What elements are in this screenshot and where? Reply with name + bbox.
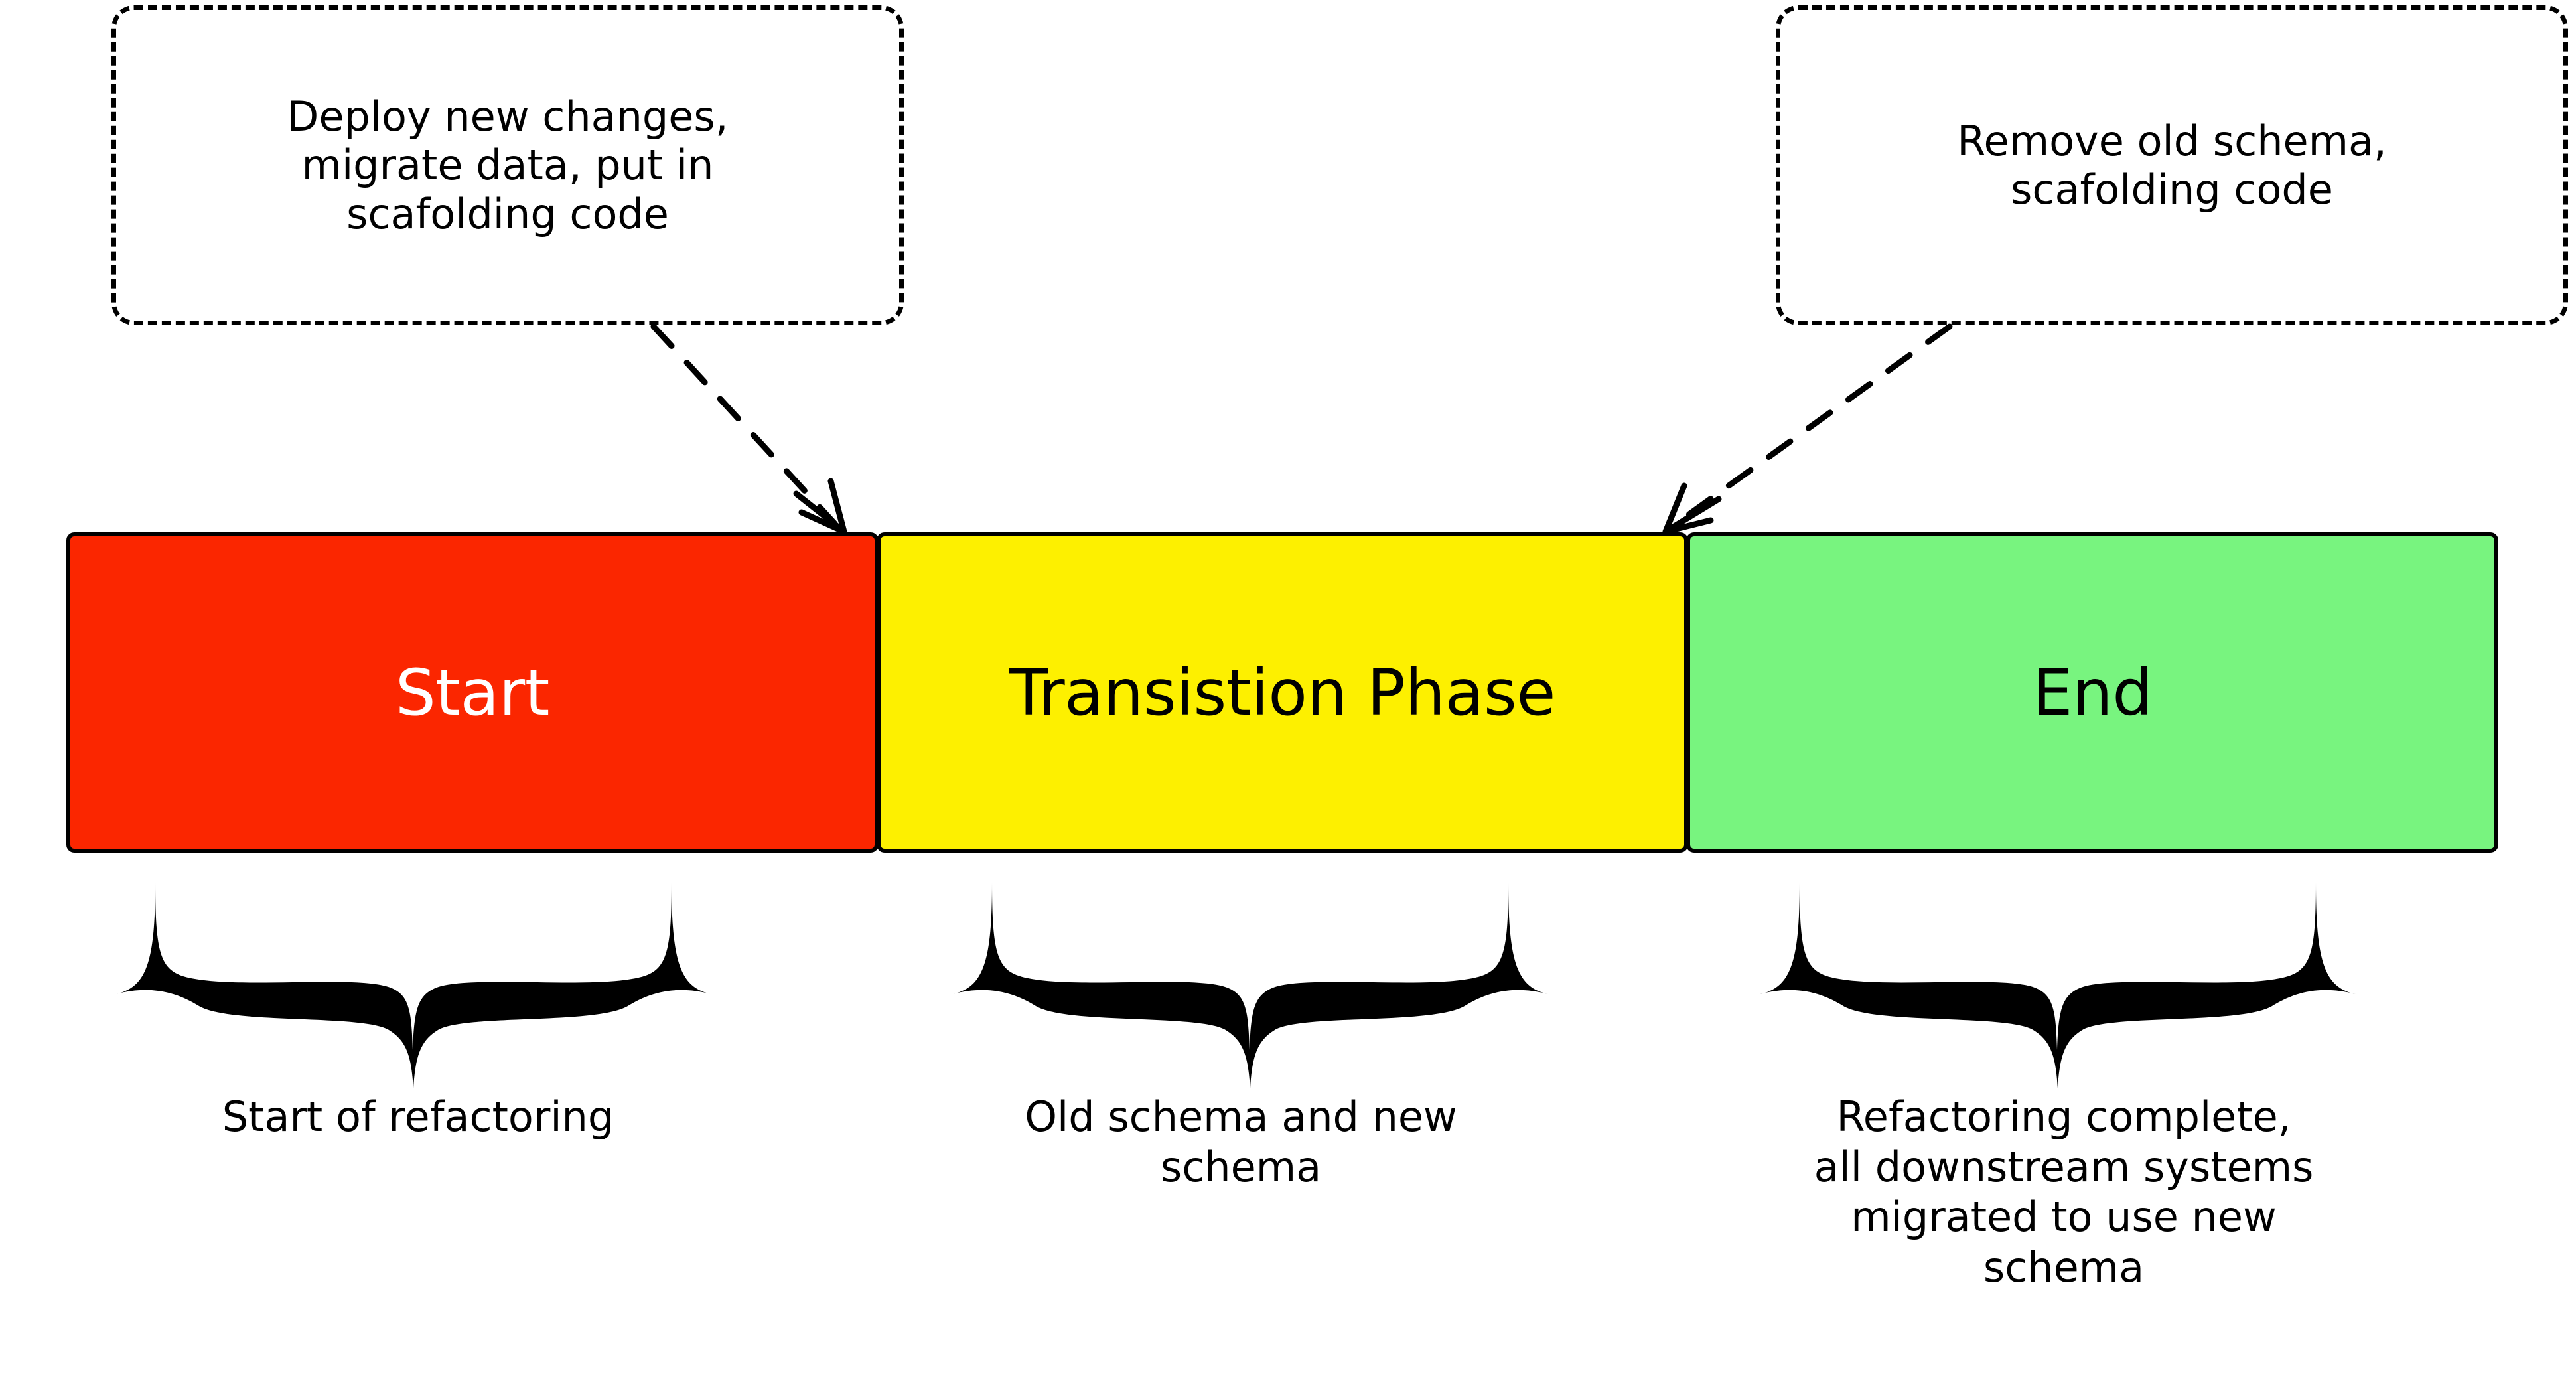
timeline-bar: Start Transistion Phase End	[66, 532, 2499, 853]
timeline-segment-start[interactable]: Start	[66, 532, 879, 853]
brace-end	[1760, 883, 2356, 1088]
callout-remove-old-schema-text: Remove old schema, scafolding code	[1957, 116, 2387, 214]
timeline-segment-start-label: Start	[395, 655, 550, 730]
caption-transition: Old schema and new schema	[1025, 1092, 1457, 1191]
callout-deploy-changes-text: Deploy new changes, migrate data, put in…	[287, 92, 729, 238]
callout-remove-old-schema: Remove old schema, scafolding code	[1776, 5, 2568, 325]
caption-end: Refactoring complete, all downstream sys…	[1814, 1092, 2314, 1291]
connector-arrow-left	[650, 323, 847, 535]
timeline-segment-end-label: End	[2032, 655, 2153, 730]
timeline-segment-transition[interactable]: Transistion Phase	[876, 532, 1689, 853]
connector-arrow-right	[1662, 323, 1953, 535]
timeline-segment-transition-label: Transistion Phase	[1009, 655, 1555, 730]
caption-start: Start of refactoring	[222, 1092, 614, 1141]
callout-deploy-changes: Deploy new changes, migrate data, put in…	[111, 5, 904, 325]
brace-start	[115, 883, 711, 1088]
brace-transition	[952, 883, 1548, 1088]
timeline-segment-end[interactable]: End	[1686, 532, 2499, 853]
